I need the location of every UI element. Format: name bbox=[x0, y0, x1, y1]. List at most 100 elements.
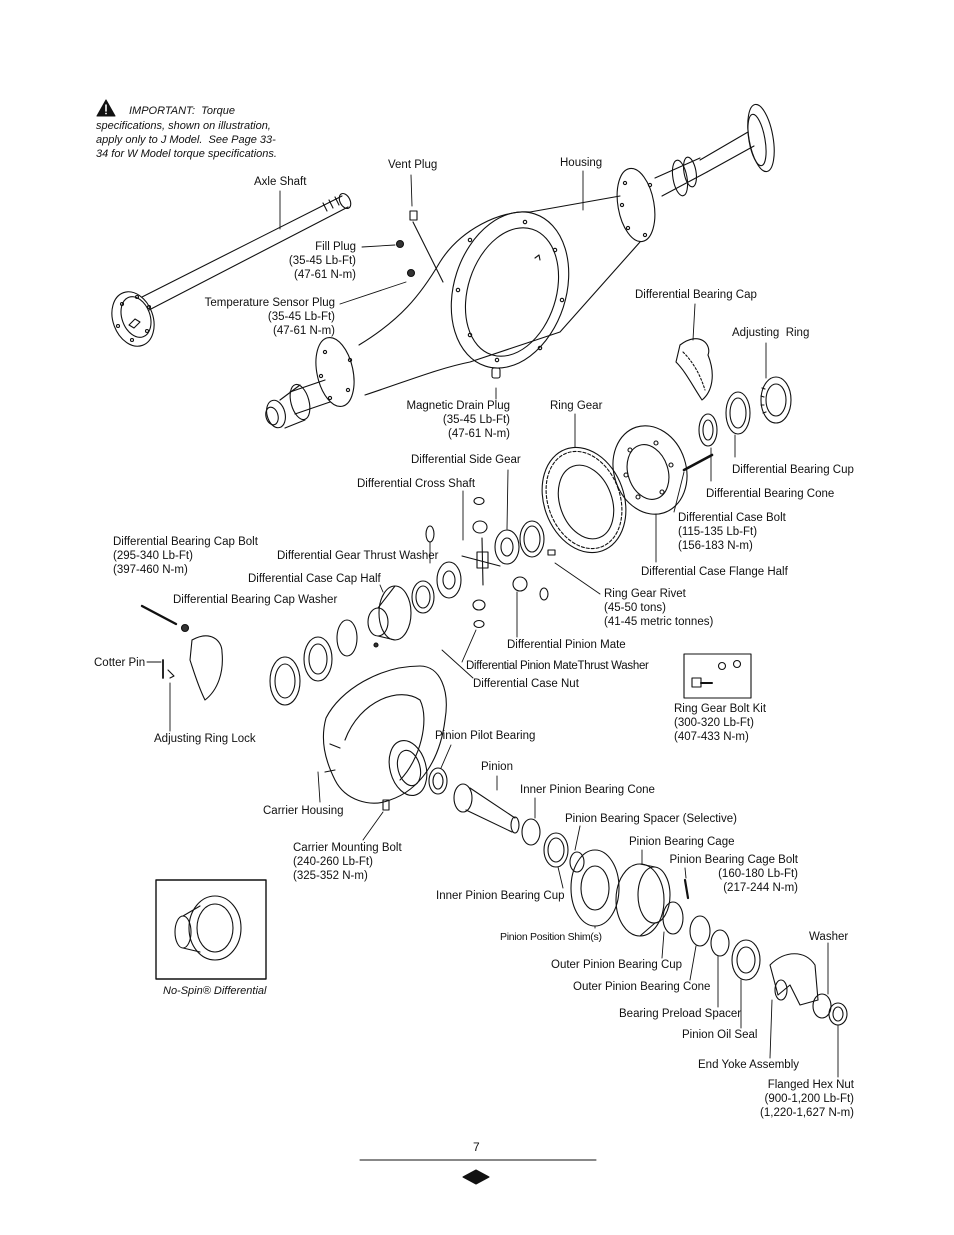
pinion-position-shims bbox=[570, 849, 620, 927]
label-flanged-hex-nut: Flanged Hex Nut (900-1,200 Lb-Ft) (1,220… bbox=[760, 1079, 854, 1119]
diff-case-bolt bbox=[682, 453, 714, 472]
magnetic-drain-plug bbox=[491, 367, 501, 379]
label-cotter-pin: Cotter Pin bbox=[94, 657, 146, 669]
important-note-line-4: 34 for W Model torque specifications. bbox=[96, 148, 277, 160]
label-diff-case-flange-half: Differential Case Flange Half bbox=[641, 566, 788, 578]
diff-pinion-mate-top bbox=[472, 520, 488, 534]
label-axle-shaft: Axle Shaft bbox=[254, 176, 307, 188]
label-pinion-bearing-cage: Pinion Bearing Cage bbox=[629, 836, 735, 848]
label-washer: Washer bbox=[809, 931, 849, 943]
inner-pinion-bearing-cone bbox=[521, 818, 541, 846]
end-yoke-assembly bbox=[769, 953, 819, 1006]
diff-case-nut bbox=[373, 642, 379, 648]
temperature-sensor-plug bbox=[406, 268, 416, 278]
label-diff-bearing-cup: Differential Bearing Cup bbox=[732, 464, 854, 476]
label-diff-pinion-mate-thrust-washer: Differential Pinion MateThrust Washer bbox=[466, 660, 649, 672]
label-diff-bearing-cap: Differential Bearing Cap bbox=[635, 289, 757, 301]
diff-bearing-cap-washer bbox=[180, 623, 190, 633]
fill-plug bbox=[395, 239, 405, 249]
label-pinion-pilot-bearing: Pinion Pilot Bearing bbox=[435, 730, 536, 742]
diff-bearing-cup-upper bbox=[725, 391, 751, 435]
diff-bearing-cone-upper bbox=[698, 413, 718, 447]
important-note-line-2: specifications, shown on illustration, bbox=[96, 120, 271, 132]
no-spin-caption: No-Spin® Differential bbox=[163, 985, 267, 997]
label-diff-case-bolt: Differential Case Bolt (115-135 Lb-Ft) (… bbox=[678, 512, 786, 552]
pinion-bearing-spacer bbox=[569, 851, 585, 873]
carrier-housing bbox=[322, 665, 447, 804]
label-ring-gear: Ring Gear bbox=[550, 400, 603, 412]
label-temperature-sensor-plug: Temperature Sensor Plug (35-45 Lb-Ft) (4… bbox=[204, 297, 335, 337]
label-diff-pinion-mate: Differential Pinion Mate bbox=[507, 639, 626, 651]
label-vent-plug: Vent Plug bbox=[388, 159, 438, 171]
page-diamond-icon bbox=[462, 1169, 490, 1185]
label-diff-bearing-cap-bolt: Differential Bearing Cap Bolt (295-340 L… bbox=[113, 536, 258, 576]
axle-housing bbox=[265, 103, 775, 429]
outer-pinion-bearing-cone bbox=[689, 915, 711, 947]
carrier-mounting-bolt bbox=[382, 799, 390, 811]
ring-gear-rivet bbox=[547, 549, 556, 556]
ring-gear-bolt-kit bbox=[683, 653, 752, 699]
label-diff-bearing-cap-washer: Differential Bearing Cap Washer bbox=[173, 594, 338, 606]
adjusting-ring-upper bbox=[760, 376, 792, 424]
important-note-line-1: IMPORTANT: Torque bbox=[129, 105, 235, 117]
label-ring-gear-bolt-kit: Ring Gear Bolt Kit (300-320 Lb-Ft) (407-… bbox=[674, 703, 767, 743]
label-diff-bearing-cone: Differential Bearing Cone bbox=[706, 488, 835, 500]
label-diff-side-gear: Differential Side Gear bbox=[411, 454, 521, 466]
label-inner-pinion-bearing-cup: Inner Pinion Bearing Cup bbox=[436, 890, 565, 902]
diff-pinion-mate-bottom bbox=[512, 576, 528, 592]
label-pinion-position-shims: Pinion Position Shim(s) bbox=[500, 931, 602, 943]
inner-pinion-bearing-cup bbox=[543, 832, 569, 868]
page-number: 7 bbox=[473, 1140, 480, 1154]
label-adjusting-ring: Adjusting Ring bbox=[732, 327, 810, 339]
label-pinion-bearing-spacer: Pinion Bearing Spacer (Selective) bbox=[565, 813, 737, 825]
diff-side-gear-thrust-washer bbox=[519, 520, 545, 558]
pinion-bearing-cage-bolt bbox=[683, 878, 690, 900]
diff-gear-thrust-washer bbox=[411, 580, 435, 614]
thrust-washer-lower bbox=[473, 619, 485, 629]
label-adjusting-ring-lock: Adjusting Ring Lock bbox=[154, 733, 256, 745]
washer bbox=[812, 993, 832, 1019]
label-ring-gear-rivet: Ring Gear Rivet (45-50 tons) (41-45 metr… bbox=[604, 588, 714, 628]
pinion bbox=[453, 783, 520, 834]
diff-bearing-cap-upper bbox=[675, 338, 713, 401]
diff-case-flange-half bbox=[612, 425, 688, 515]
label-pinion-bearing-cage-bolt: Pinion Bearing Cage Bolt (160-180 Lb-Ft)… bbox=[669, 854, 799, 894]
diff-pinion-mate-lower bbox=[472, 599, 486, 611]
pinion-oil-seal bbox=[731, 939, 761, 981]
label-carrier-mounting-bolt: Carrier Mounting Bolt (240-260 Lb-Ft) (3… bbox=[293, 842, 402, 882]
label-housing: Housing bbox=[560, 157, 603, 169]
warning-icon bbox=[96, 99, 116, 117]
label-end-yoke-assembly: End Yoke Assembly bbox=[698, 1059, 800, 1071]
label-outer-pinion-bearing-cone: Outer Pinion Bearing Cone bbox=[573, 981, 711, 993]
diff-bearing-cap-left bbox=[189, 635, 223, 701]
diff-side-gear-left bbox=[436, 561, 462, 599]
label-diff-case-nut: Differential Case Nut bbox=[473, 678, 579, 690]
thrust-washer-top bbox=[473, 496, 485, 506]
label-carrier-housing: Carrier Housing bbox=[263, 805, 344, 817]
diff-side-gear-right bbox=[494, 529, 520, 565]
adjusting-ring-lock bbox=[167, 669, 175, 679]
diff-case-cap-half bbox=[367, 585, 412, 641]
axle-shaft bbox=[111, 192, 352, 347]
diff-bearing-cap-bolt bbox=[140, 604, 178, 626]
label-diff-case-cap-half: Differential Case Cap Half bbox=[248, 573, 381, 585]
diff-bearing-cone-left bbox=[336, 619, 358, 657]
label-pinion-oil-seal: Pinion Oil Seal bbox=[682, 1029, 758, 1041]
pinion-pilot-bearing bbox=[428, 767, 448, 795]
label-bearing-preload-spacer: Bearing Preload Spacer bbox=[619, 1008, 742, 1020]
outer-pinion-bearing-cup bbox=[662, 901, 684, 935]
label-diff-cross-shaft: Differential Cross Shaft bbox=[357, 478, 476, 490]
bearing-preload-spacer bbox=[710, 929, 730, 957]
label-inner-pinion-bearing-cone: Inner Pinion Bearing Cone bbox=[520, 784, 655, 796]
label-fill-plug: Fill Plug (35-45 Lb-Ft) (47-61 N-m) bbox=[288, 241, 356, 281]
label-pinion: Pinion bbox=[481, 761, 513, 773]
label-diff-gear-thrust-washer: Differential Gear Thrust Washer bbox=[277, 550, 439, 562]
flanged-hex-nut bbox=[828, 1002, 848, 1026]
label-magnetic-drain-plug: Magnetic Drain Plug (35-45 Lb-Ft) (47-61… bbox=[406, 400, 510, 440]
thrust-washer-left bbox=[425, 525, 435, 543]
important-note-line-3: apply only to J Model. See Page 33- bbox=[96, 134, 276, 146]
no-spin-inset bbox=[155, 879, 267, 980]
diff-bearing-cup-left bbox=[303, 636, 333, 682]
ring-gear bbox=[541, 446, 627, 554]
